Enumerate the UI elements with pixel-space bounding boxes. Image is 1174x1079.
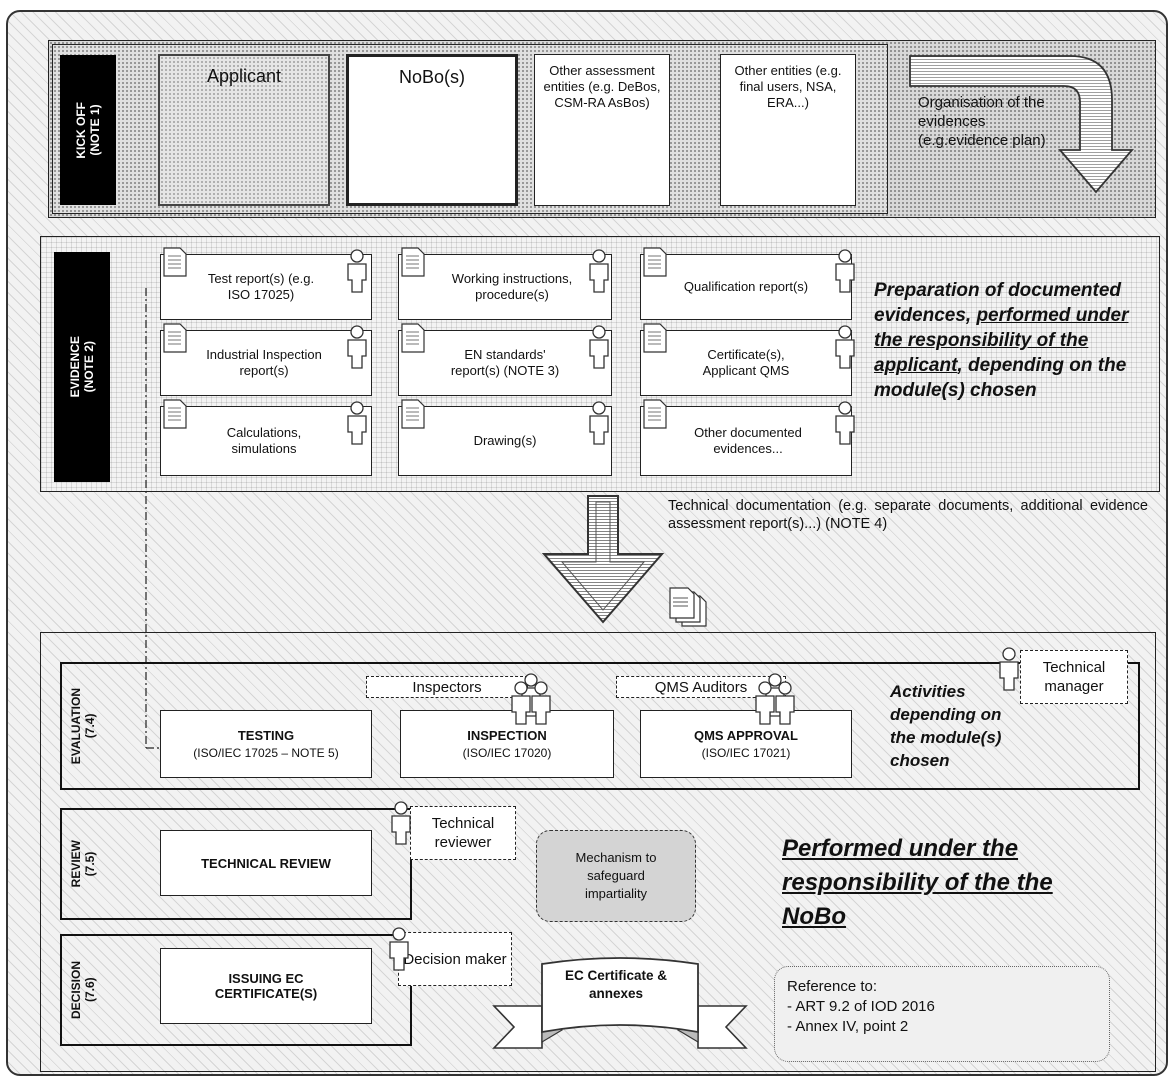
person-icon <box>350 249 364 263</box>
person-icon <box>999 661 1019 691</box>
person-icon <box>592 325 606 339</box>
reference-line-2: - Annex IV, point 2 <box>787 1018 909 1035</box>
kickoff-other-entities-label: Other entities (e.g. final users, NSA, E… <box>734 63 842 110</box>
document-icon <box>401 399 425 429</box>
reference-title: Reference to: <box>787 978 878 995</box>
person-icon <box>589 415 609 445</box>
person-icon <box>835 415 855 445</box>
kickoff-nobo-label: NoBo(s) <box>398 67 465 87</box>
issuing-certificate-box: ISSUING EC CERTIFICATE(S) <box>160 948 372 1024</box>
technical-manager-label: Technical manager <box>1020 650 1128 704</box>
kickoff-applicant-label: Applicant <box>206 66 282 86</box>
mechanism-box: Mechanism to safeguard impartiality <box>536 830 696 922</box>
person-icon <box>589 339 609 369</box>
qms-auditors-label: QMS Auditors <box>616 676 786 698</box>
reference-box: Reference to: - ART 9.2 of IOD 2016 - An… <box>774 966 1110 1062</box>
evidence-note: Preparation of documented evidences, per… <box>874 280 1129 401</box>
decision-maker-label: Decision maker <box>398 932 512 986</box>
doc-test-report: Test report(s) (e.g. ISO 17025) <box>160 254 372 320</box>
document-icon <box>643 247 667 277</box>
person-icon <box>775 695 795 725</box>
doc-qualification-report: Qualification report(s) <box>640 254 852 320</box>
reference-line-1: - ART 9.2 of IOD 2016 <box>787 998 935 1015</box>
doc-drawings: Drawing(s) <box>398 406 612 476</box>
person-icon <box>347 415 367 445</box>
person-icon <box>835 263 855 293</box>
person-icon <box>758 681 772 695</box>
decision-section <box>60 934 412 1046</box>
person-icon <box>838 401 852 415</box>
person-icon <box>394 801 408 815</box>
person-icon <box>514 681 528 695</box>
document-icon <box>643 399 667 429</box>
down-arrow-icon <box>541 495 665 624</box>
document-icon <box>163 323 187 353</box>
person-icon <box>389 941 409 971</box>
document-icon <box>401 323 425 353</box>
inspection-box: INSPECTION (ISO/IEC 17020) <box>400 710 614 778</box>
certificate-banner-icon <box>492 957 748 1049</box>
person-icon <box>350 325 364 339</box>
review-section <box>60 808 412 920</box>
activities-text: Activities depending on the module(s) ch… <box>890 682 1002 770</box>
doc-other-evidences: Other documented evidences... <box>640 406 852 476</box>
testing-box: TESTING (ISO/IEC 17025 – NOTE 5) <box>160 710 372 778</box>
inspectors-label: Inspectors <box>366 676 528 698</box>
curved-arrow-icon <box>909 55 1134 194</box>
document-icon <box>163 247 187 277</box>
document-icon <box>163 399 187 429</box>
person-icon <box>592 401 606 415</box>
person-icon <box>838 249 852 263</box>
tech-doc-text: Technical documentation (e.g. separate d… <box>668 498 1148 532</box>
person-icon <box>511 695 531 725</box>
qms-approval-box: QMS APPROVAL (ISO/IEC 17021) <box>640 710 852 778</box>
doc-industrial-inspection: Industrial Inspection report(s) <box>160 330 372 396</box>
doc-calculations: Calculations, simulations <box>160 406 372 476</box>
evaluation-section <box>60 662 1140 790</box>
person-icon <box>392 927 406 941</box>
person-icon <box>531 695 551 725</box>
person-icon <box>350 401 364 415</box>
kickoff-other-entities: Other entities (e.g. final users, NSA, E… <box>720 54 856 206</box>
nobo-area <box>40 632 1156 1072</box>
person-icon <box>778 681 792 695</box>
person-icon <box>592 249 606 263</box>
person-icon <box>768 673 782 687</box>
person-icon <box>524 673 538 687</box>
person-icon <box>391 815 411 845</box>
kickoff-applicant: Applicant <box>158 54 330 206</box>
doc-certificates: Certificate(s), Applicant QMS <box>640 330 852 396</box>
kickoff-nobo: NoBo(s) <box>346 54 518 206</box>
person-icon <box>347 263 367 293</box>
kickoff-other-assessment-label: Other assessment entities (e.g. DeBos, C… <box>543 63 661 110</box>
person-icon <box>835 339 855 369</box>
person-icon <box>347 339 367 369</box>
organisation-text: Organisation of the evidences (e.g.evide… <box>918 94 1046 149</box>
kickoff-label: KICK OFF (NOTE 1) <box>60 55 116 205</box>
person-icon <box>838 325 852 339</box>
technical-review-box: TECHNICAL REVIEW <box>160 830 372 896</box>
certificate-banner-text: EC Certificate & annexes <box>564 968 668 1001</box>
person-icon <box>755 695 775 725</box>
person-icon <box>589 263 609 293</box>
person-icon <box>1002 647 1016 661</box>
doc-en-standards: EN standards' report(s) (NOTE 3) <box>398 330 612 396</box>
person-icon <box>534 681 548 695</box>
technical-reviewer-label: Technical reviewer <box>410 806 516 860</box>
document-icon <box>401 247 425 277</box>
kickoff-other-assessment: Other assessment entities (e.g. DeBos, C… <box>534 54 670 206</box>
doc-working-instructions: Working instructions, procedure(s) <box>398 254 612 320</box>
stacked-documents-icon <box>669 587 707 627</box>
evidence-label: EVIDENCE (NOTE 2) <box>54 252 110 482</box>
performed-text: Performed under the responsibility of th… <box>782 835 1053 930</box>
document-icon <box>643 323 667 353</box>
